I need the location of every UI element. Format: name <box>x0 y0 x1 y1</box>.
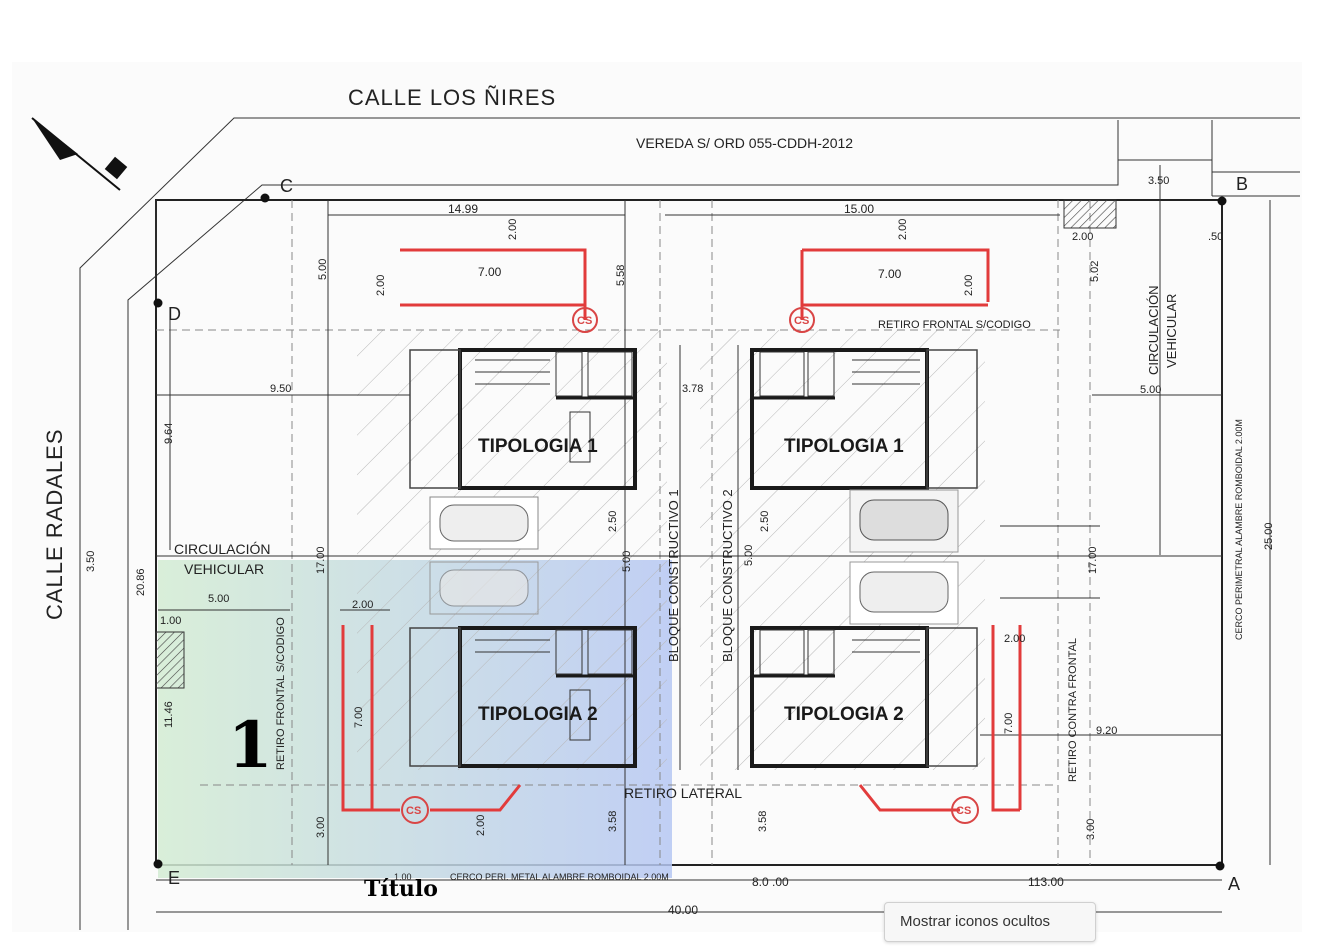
car-icons <box>429 489 959 625</box>
bloque-2-label: BLOQUE CONSTRUCTIVO 2 <box>720 489 735 662</box>
circulacion-right-2: VEHICULAR <box>1164 294 1179 368</box>
dim-7-00-a: 7.00 <box>478 265 502 279</box>
title-label: Título <box>364 876 438 902</box>
dim-3-50-top: 3.50 <box>1148 175 1169 187</box>
dim-7-00-b: 7.00 <box>878 267 902 281</box>
dim-5-02: 5.02 <box>1089 261 1101 282</box>
building-t2-right <box>750 626 978 768</box>
dim-8-00: 8.0 .00 <box>752 875 789 889</box>
dim-13-00: 113.00 <box>1028 875 1064 889</box>
dim-2-00-v2: 2.00 <box>897 219 909 240</box>
dim-9-64: 9.64 <box>163 423 175 444</box>
show-hidden-icons-tooltip: Mostrar iconos ocultos <box>884 902 1096 942</box>
dim-15-00: 15.00 <box>844 202 874 216</box>
left-box-hatch <box>155 631 185 689</box>
circulacion-left-1: CIRCULACIÓN <box>174 541 270 557</box>
dim-40-00: 40.00 <box>668 903 698 917</box>
meter-box-hatch <box>1063 199 1117 229</box>
corner-c: C <box>280 176 293 196</box>
dim-3-00-b: 3.00 <box>1085 819 1097 840</box>
north-arrow-icon <box>31 117 128 191</box>
cerco-bottom-label: CERCO PERI. METAL ALAMBRE ROMBOIDAL 2.00… <box>450 872 669 882</box>
dim-11-46: 11.46 <box>163 701 175 728</box>
bloque-1-label: BLOQUE CONSTRUCTIVO 1 <box>666 489 681 662</box>
corner-points <box>153 193 1227 871</box>
typology-2-left: TIPOLOGIA 2 <box>478 704 598 725</box>
typology-1-left: TIPOLOGIA 1 <box>478 436 598 457</box>
building-t2-left <box>409 626 637 768</box>
dim-7-00-d: 7.00 <box>1003 713 1015 734</box>
cerco-right-label: CERCO PERIMETRAL ALAMBRE ROMBOIDAL 2.00M <box>1234 419 1244 640</box>
cs-markers <box>401 307 979 824</box>
block-1-hatch <box>357 330 667 770</box>
dim-3-78: 3.78 <box>682 383 703 395</box>
dim-3-58-a: 3.58 <box>607 811 619 832</box>
dim-1-00: 1.00 <box>160 615 181 627</box>
dim-3-58-b: 3.58 <box>757 811 769 832</box>
corner-e: E <box>168 868 180 888</box>
dim-25-00: 25.00 <box>1263 522 1275 550</box>
cs-label-4: CS <box>956 805 971 817</box>
dim-3-50-left: 3.50 <box>85 551 97 572</box>
corner-d: D <box>168 304 181 324</box>
dim-2-50-b: 2.50 <box>759 511 771 532</box>
cs-label-2: CS <box>794 315 809 327</box>
sidewalk-note: VEREDA S/ ORD 055-CDDH-2012 <box>636 135 853 151</box>
dim-2-50-a: 2.50 <box>607 511 619 532</box>
dim-5-58: 5.58 <box>615 265 627 286</box>
typology-1-right: TIPOLOGIA 1 <box>784 436 904 457</box>
street-west-label: CALLE RADALES <box>42 428 67 620</box>
dim-2-00-v5: 2.00 <box>475 815 487 836</box>
dim-9-50: 9.50 <box>270 383 291 395</box>
circulacion-left-2: VEHICULAR <box>184 561 264 577</box>
dim-050: .50 <box>1208 231 1223 243</box>
retiro-contra-frontal-label: RETIRO CONTRA FRONTAL <box>1067 638 1079 782</box>
street-north-label: CALLE LOS ÑIRES <box>348 85 556 110</box>
retiro-lateral-label: RETIRO LATERAL <box>624 785 742 801</box>
dim-5-00-d: 5.00 <box>743 545 755 566</box>
typology-2-right: TIPOLOGIA 2 <box>784 704 904 725</box>
dim-7-00-c: 7.00 <box>353 707 365 728</box>
dim-9-20: 9.20 <box>1096 725 1117 737</box>
dim-3-00-a: 3.00 <box>315 817 327 838</box>
corner-a: A <box>1228 874 1240 894</box>
cs-label-1: CS <box>577 315 592 327</box>
dimension-lines <box>156 165 1222 865</box>
cs-label-3: CS <box>406 805 421 817</box>
dim-20-86: 20.86 <box>135 568 147 596</box>
dim-5-00-c: 5.00 <box>621 551 633 572</box>
dim-17-00-a: 17.00 <box>315 546 327 574</box>
dim-14-99: 14.99 <box>448 202 478 216</box>
dim-2-00-v4: 2.00 <box>963 275 975 296</box>
section-number: 1 <box>228 708 273 783</box>
parking-outlines <box>341 248 1022 812</box>
dim-2-00-h2: 2.00 <box>1004 633 1025 645</box>
dim-2-00-box: 2.00 <box>1072 231 1093 243</box>
street-outline <box>79 117 1300 930</box>
dim-2-00-v1: 2.00 <box>507 219 519 240</box>
dim-2-00-v3: 2.00 <box>375 275 387 296</box>
dim-2-00-h1: 2.00 <box>352 599 373 611</box>
circulacion-right-1: CIRCULACIÓN <box>1146 285 1161 375</box>
building-t1-right <box>750 348 978 490</box>
retiro-frontal-top: RETIRO FRONTAL S/CODIGO <box>878 319 1031 331</box>
corner-b: B <box>1236 174 1248 194</box>
dim-17-00-b: 17.00 <box>1087 546 1099 574</box>
dim-1-00-bottom: 1.00 <box>394 872 412 882</box>
building-t1-left <box>409 348 637 490</box>
dim-5-00-a: 5.00 <box>317 259 329 280</box>
dim-5-00-e: 5.00 <box>208 593 229 605</box>
dim-5-00-b: 5.00 <box>1140 384 1161 396</box>
retiro-frontal-left: RETIRO FRONTAL S/CODIGO <box>275 617 287 770</box>
